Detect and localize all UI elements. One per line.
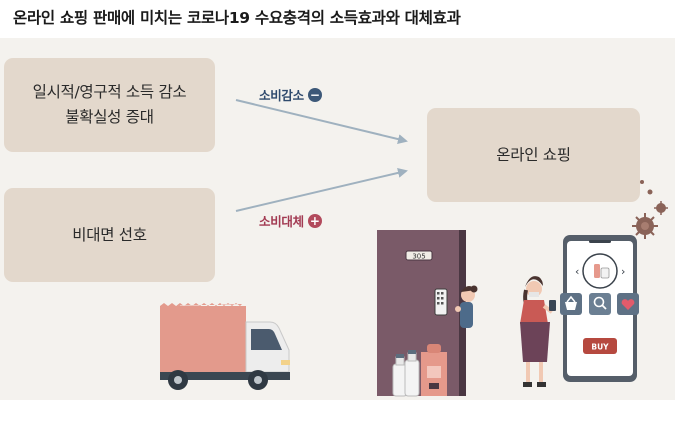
buy-button[interactable]: BUY [583,338,617,354]
search-icon[interactable] [589,293,611,315]
heart-icon[interactable] [617,293,639,315]
basket-icon[interactable] [560,293,582,315]
plus-icon: + [307,213,322,228]
substitution-factor-box: 비대면 선호 [4,188,215,282]
smartphone: ‹ › BUY [560,235,639,382]
income-effect-label: 소비감소 − [259,85,322,104]
chevron-left-icon[interactable]: ‹ [575,265,579,278]
minus-icon: − [307,87,322,102]
online-shopping-label: 온라인 쇼핑 [496,145,571,164]
substitution-effect-label: 소비대체 + [259,211,322,230]
buy-button-label: BUY [591,343,609,352]
income-factor-box: 일시적/영구적 소득 감소 불확실성 증대 [4,58,215,152]
substitution-effect-text: 소비대체 [259,214,304,229]
delivered-packages [392,344,447,397]
virus-icon [632,180,668,239]
door-number: 305 [412,253,425,261]
substitution-factor-label: 비대면 선호 [72,225,147,244]
online-shopping-box: 온라인 쇼핑 [427,108,640,202]
delivery-truck [160,303,290,390]
income-effect-text: 소비감소 [259,88,304,103]
income-factor-line2: 불확실성 증대 [65,108,154,126]
arrow-substitution-effect [235,167,408,212]
chevron-right-icon[interactable]: › [621,265,625,278]
diagram-title: 온라인 쇼핑 판매에 미치는 코로나19 수요충격의 소득효과와 대체효과 [13,9,461,27]
arrow-income-effect [235,99,408,144]
income-factor-line1: 일시적/영구적 소득 감소 [32,83,187,101]
shopper-figure [520,276,556,387]
